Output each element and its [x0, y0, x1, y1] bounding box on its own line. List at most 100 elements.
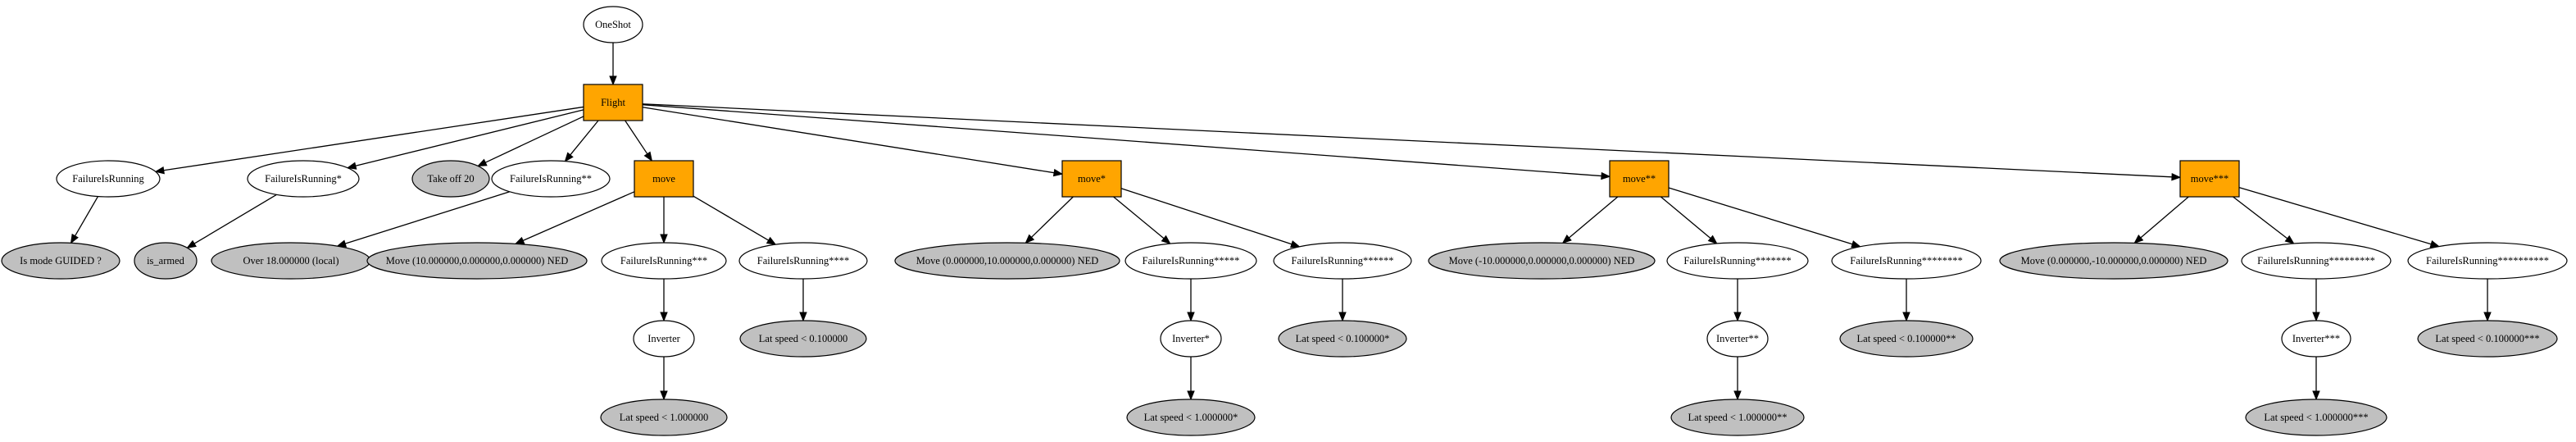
node-label: is_armed	[147, 255, 185, 267]
sequence-box	[2179, 160, 2240, 198]
edge-move2-to-m2fb	[1668, 187, 1861, 248]
node-label: FailureIsRunning*	[265, 173, 342, 185]
arrowhead	[1052, 168, 1064, 177]
edge-flight-to-fir1	[346, 109, 584, 170]
leaf-ellipse	[2245, 399, 2387, 436]
arrowhead	[1024, 234, 1035, 244]
edge-move3-to-m3fb	[2238, 186, 2441, 248]
node-failureisrunning: FailureIsRunning*	[247, 160, 360, 198]
node-label: Lat speed < 1.000000*	[1144, 412, 1238, 423]
edge-line	[642, 107, 1055, 174]
node-lat-speed-1-000000: Lat speed < 1.000000	[600, 399, 728, 436]
leaf-ellipse	[1278, 320, 1407, 358]
node-label: FailureIsRunning*********	[2257, 255, 2375, 267]
edge-flight-to-move1	[642, 107, 1064, 177]
edge-oneshot-to-flight	[609, 43, 617, 86]
arrowhead	[154, 166, 165, 175]
edge-flight-to-move3	[642, 103, 2182, 181]
node-label: Move (-10.000000,0.000000,0.000000) NED	[1449, 255, 1635, 267]
edge-line	[1031, 196, 1074, 238]
edge-m3inv-to-m3sp1	[2312, 357, 2320, 401]
node-label: FailureIsRunning	[72, 173, 144, 185]
arrowhead	[514, 236, 525, 244]
arrowhead	[660, 312, 668, 322]
edge-m2fa-to-m2inv	[1733, 279, 1742, 322]
arrowhead	[1187, 390, 1195, 401]
arrowhead	[799, 312, 807, 322]
leaf-ellipse	[1839, 320, 1974, 358]
node-label: Move (10.000000,0.000000,0.000000) NED	[386, 255, 569, 267]
node-over-18-000000-local: Over 18.000000 (local)	[211, 242, 371, 280]
arrowhead	[1561, 235, 1572, 244]
edge-line	[163, 106, 584, 171]
edge-m1fa-to-m1inv	[1187, 279, 1195, 322]
node-failureisrunning: FailureIsRunning*****	[1124, 242, 1257, 280]
leaf-ellipse	[1670, 399, 1805, 436]
node-oneshot: OneShot	[583, 6, 643, 43]
sequence-box	[1609, 160, 1670, 198]
edge-line	[570, 120, 599, 156]
decorator-ellipse	[2281, 320, 2351, 358]
node-is-armed: is_armed	[134, 242, 198, 280]
edge-flight-to-move0	[625, 120, 653, 162]
node-move-0-000000-10-000000-0-000000-ned: Move (0.000000,-10.000000,0.000000) NED	[1999, 242, 2228, 280]
edge-line	[1568, 196, 1619, 239]
arrowhead	[70, 233, 79, 244]
decorator-ellipse	[1666, 242, 1809, 280]
arrowhead	[609, 75, 617, 86]
edge-line	[522, 191, 635, 241]
node-failureisrunning: FailureIsRunning*********	[2241, 242, 2392, 280]
node-move-0-000000-10-000000-0-000000-ned: Move (0.000000,10.000000,0.000000) NED	[894, 242, 1120, 280]
node-label: FailureIsRunning*******	[1683, 255, 1791, 267]
sequence-box	[634, 160, 694, 198]
edge-move0-to-m0fb	[693, 195, 777, 245]
node-lat-speed-1-000000: Lat speed < 1.000000**	[1670, 399, 1805, 436]
node-label: Inverter*	[1172, 333, 1210, 344]
node-label: Lat speed < 0.100000**	[1857, 333, 1956, 344]
node-label: FailureIsRunning****	[757, 255, 850, 267]
edge-move0-to-m0fa	[660, 197, 668, 244]
leaf-ellipse	[1428, 242, 1656, 280]
node-label: Move (0.000000,-10.000000,0.000000) NED	[2021, 255, 2207, 267]
arrowhead	[2312, 390, 2320, 401]
edge-line	[1113, 196, 1165, 239]
sequence-box	[583, 84, 643, 121]
edge-layer	[70, 43, 2492, 401]
node-failureisrunning: FailureIsRunning**********	[2407, 242, 2568, 280]
node-move: move	[634, 160, 694, 198]
edge-move1-to-m1fa	[1113, 196, 1171, 244]
arrowhead	[564, 152, 574, 162]
node-label: Take off 20	[427, 173, 474, 185]
node-failureisrunning: FailureIsRunning*******	[1666, 242, 1809, 280]
edge-m3fa-to-m3inv	[2312, 279, 2320, 322]
node-take-off-20: Take off 20	[411, 160, 490, 198]
arrowhead	[1902, 312, 1910, 322]
edge-fir2-to-over	[336, 191, 511, 248]
edge-line	[1668, 187, 1853, 245]
leaf-ellipse	[1999, 242, 2228, 280]
node-failureisrunning: FailureIsRunning***	[601, 242, 727, 280]
node-label: Move (0.000000,10.000000,0.000000) NED	[916, 255, 1099, 267]
edge-m2inv-to-m2sp1	[1733, 357, 1742, 401]
node-lat-speed-1-000000: Lat speed < 1.000000***	[2245, 399, 2387, 436]
edge-flight-to-move2	[642, 104, 1611, 180]
edge-m0inv-to-m0sp1	[660, 357, 668, 401]
decorator-ellipse	[56, 160, 161, 198]
edge-line	[1120, 188, 1293, 245]
node-lat-speed-0-100000: Lat speed < 0.100000*	[1278, 320, 1407, 358]
edge-line	[75, 196, 99, 237]
arrowhead	[1338, 312, 1347, 322]
node-label: FailureIsRunning**	[510, 173, 592, 185]
leaf-ellipse	[366, 242, 588, 280]
edge-m0fa-to-m0inv	[660, 279, 668, 322]
edge-m3fb-to-m3sp2	[2483, 279, 2492, 322]
node-move-10-000000-0-000000-0-000000-ned: Move (-10.000000,0.000000,0.000000) NED	[1428, 242, 1656, 280]
arrowhead	[660, 234, 668, 244]
decorator-ellipse	[1124, 242, 1257, 280]
arrowhead	[2312, 312, 2320, 322]
edge-line	[193, 194, 277, 244]
node-label: Lat speed < 0.100000***	[2435, 333, 2539, 344]
decorator-ellipse	[2241, 242, 2392, 280]
edge-fir0-to-guided	[70, 196, 99, 244]
node-label: Inverter**	[1716, 333, 1759, 344]
